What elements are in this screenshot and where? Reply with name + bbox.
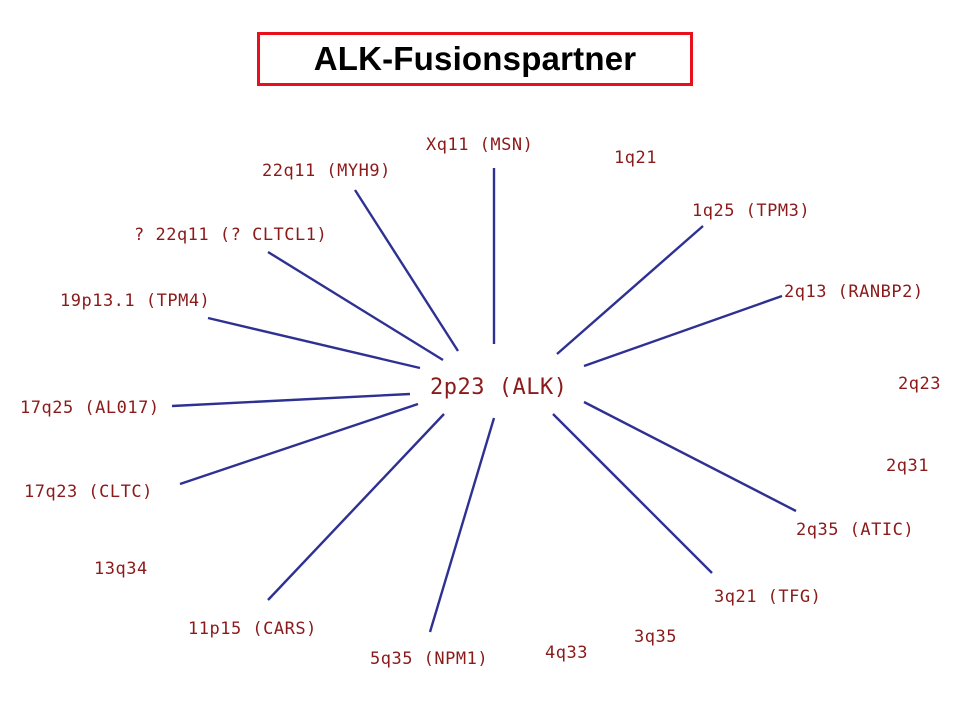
edge-22q11-myh9 [353,189,460,352]
center-label: 2p23 (ALK) [430,375,567,400]
partner-label-11p15: 11p15 (CARS) [188,619,317,639]
partner-label-22q11-cltcl1: ? 22q11 (? CLTCL1) [134,225,327,245]
partner-label-1q25: 1q25 (TPM3) [692,201,810,221]
diagram-title: ALK-Fusionspartner [313,40,637,77]
edge-17q25 [171,392,411,408]
title-box: ALK-Fusionspartner [257,32,693,86]
partner-label-19p13: 19p13.1 (TPM4) [60,291,210,311]
partner-label-xq11: Xq11 (MSN) [426,135,533,155]
edge-2q13 [583,294,783,368]
edge-22q11-cltcl1 [267,250,444,362]
edge-3q21 [552,413,713,574]
partner-label-5q35: 5q35 (NPM1) [370,649,488,669]
partner-label-3q35: 3q35 [634,627,677,647]
partner-label-2q31: 2q31 [886,456,929,476]
partner-label-3q21: 3q21 (TFG) [714,587,821,607]
partner-label-4q33: 4q33 [545,643,588,663]
edge-11p15 [267,413,445,601]
partner-label-1q21: 1q21 [614,148,657,168]
partner-label-2q35: 2q35 (ATIC) [796,520,914,540]
edge-19p13 [207,316,421,370]
labels: 2p23 (ALK) Xq11 (MSN) 22q11 (MYH9) ? 22q… [20,135,941,669]
partner-label-22q11-myh9: 22q11 (MYH9) [262,161,391,181]
edge-5q35 [428,417,496,633]
edge-1q25 [556,225,704,355]
partner-label-17q25: 17q25 (AL017) [20,398,160,418]
edge-17q23 [179,402,419,486]
partner-label-17q23: 17q23 (CLTC) [24,482,153,502]
edge-2q35 [583,400,797,513]
partner-label-2q23: 2q23 [898,374,941,394]
partner-label-2q13: 2q13 (RANBP2) [784,282,924,302]
partner-label-13q34: 13q34 [94,559,148,579]
edges [171,168,797,633]
